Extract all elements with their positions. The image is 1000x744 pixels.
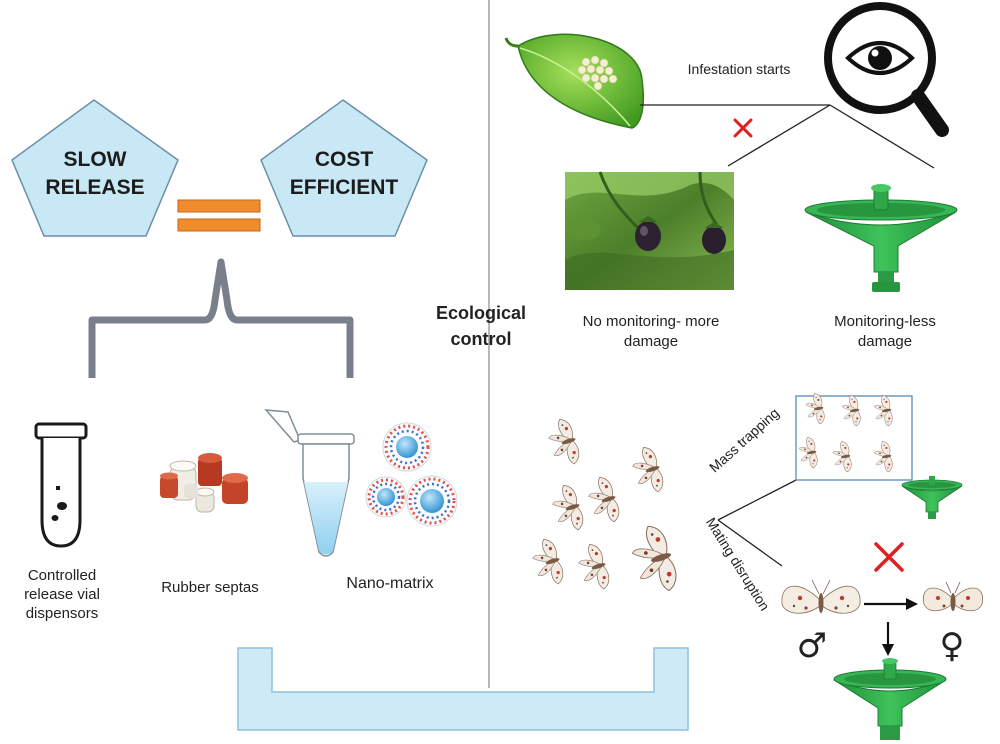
slow-release-label: SLOW RELEASE xyxy=(12,146,178,202)
down-arrow xyxy=(882,622,894,656)
monitoring-line2: damage xyxy=(857,333,913,350)
vial-dispenser-icon xyxy=(34,422,88,548)
bottom-funnel-trap-icon xyxy=(833,658,947,740)
eggplant-damage-photo xyxy=(565,171,734,290)
cost-efficient-line1: COST xyxy=(314,148,374,171)
rubber-septa-label: Rubber septas xyxy=(161,579,259,596)
moth-cluster-icon xyxy=(527,416,683,599)
rubber-septa-icon xyxy=(160,453,248,513)
bottom-trough xyxy=(237,647,689,731)
female-symbol: ♀ xyxy=(939,626,965,666)
infestation-label: Infestation starts xyxy=(687,61,791,77)
nano-particle-icon xyxy=(365,476,407,518)
equals-bar-bottom xyxy=(177,218,261,232)
mating-disruption-line xyxy=(717,519,783,567)
nano-particle-icon xyxy=(406,475,458,527)
pentagon-cost-efficient xyxy=(260,99,428,237)
leaf-eggs-icon xyxy=(504,33,644,129)
cost-efficient-line2: EFFICIENT xyxy=(289,176,399,199)
funnel-trap-icon xyxy=(804,184,958,292)
no-monitoring-line2: damage xyxy=(623,333,679,350)
vial-label-line2: release vial xyxy=(24,586,100,603)
nano-particle-icon xyxy=(382,422,432,472)
mating-cross-icon xyxy=(874,542,904,572)
small-funnel-trap-icon xyxy=(901,476,963,519)
female-moth-icon xyxy=(923,581,983,612)
microtube-icon xyxy=(264,409,355,557)
mass-trapping-line xyxy=(717,477,801,521)
slow-release-line2: RELEASE xyxy=(45,176,145,199)
ecological-control-line1: Ecological xyxy=(435,303,527,323)
no-monitoring-line1: No monitoring- more xyxy=(582,313,720,330)
equals-bar-top xyxy=(177,199,261,213)
no-monitoring-line xyxy=(727,104,831,167)
male-moth-icon xyxy=(781,579,861,614)
ecological-control-line2: control xyxy=(450,329,512,349)
vial-dispenser-label: Controlled release vial dispensors xyxy=(2,566,122,623)
male-symbol: ♂ xyxy=(796,626,828,666)
monitoring-line1: Monitoring-less xyxy=(834,313,936,330)
nano-matrix-label: Nano-matrix xyxy=(346,575,434,592)
monitoring-label: Monitoring-less damage xyxy=(810,312,960,352)
male-to-female-arrow xyxy=(864,598,918,610)
vial-label-line3: dispensors xyxy=(25,605,99,622)
magnifier-eye-icon xyxy=(824,2,949,137)
pentagon-slow-release xyxy=(11,99,179,237)
cost-efficient-label: COST EFFICIENT xyxy=(261,146,427,202)
slow-release-line1: SLOW xyxy=(63,148,127,171)
grouping-bracket xyxy=(88,258,354,378)
monitoring-line xyxy=(829,104,935,169)
ecological-control-label: Ecological control xyxy=(418,300,544,352)
no-monitoring-label: No monitoring- more damage xyxy=(558,312,744,352)
no-monitoring-cross-icon xyxy=(733,118,753,138)
vial-label-line1: Controlled xyxy=(27,567,97,584)
